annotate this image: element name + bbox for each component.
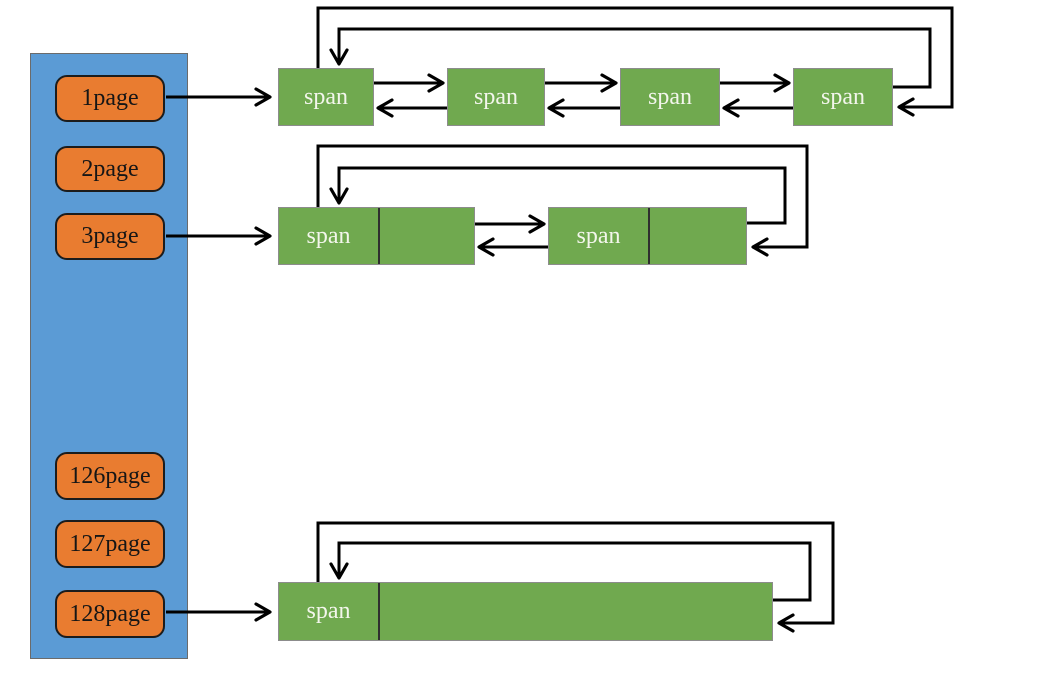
span-node: span — [620, 68, 720, 126]
page-item-1page: 1page — [55, 75, 165, 122]
page-item-128page: 128page — [55, 590, 165, 638]
span-node: span — [278, 207, 475, 265]
page-item-2page: 2page — [55, 146, 165, 192]
span-node-label: span — [648, 83, 692, 110]
page-list-panel — [30, 53, 188, 659]
span-node: span — [793, 68, 893, 126]
span-node-label: span — [306, 222, 351, 249]
span-node-label: span — [306, 598, 351, 624]
span-node-label: span — [576, 222, 621, 249]
span-node: span — [447, 68, 545, 126]
page-item-3page: 3page — [55, 213, 165, 260]
span-node-extra-pages — [648, 208, 746, 264]
span-node: span — [278, 68, 374, 126]
page-item-126page: 126page — [55, 452, 165, 500]
span-node-extra-pages — [378, 583, 772, 640]
span-node-extra-pages — [378, 208, 474, 264]
span-node-label: span — [474, 83, 518, 110]
span-node: span — [548, 207, 747, 265]
page-item-127page: 127page — [55, 520, 165, 568]
span-node: span — [278, 582, 773, 641]
span-node-label: span — [821, 83, 865, 110]
span-node-label: span — [304, 83, 348, 110]
